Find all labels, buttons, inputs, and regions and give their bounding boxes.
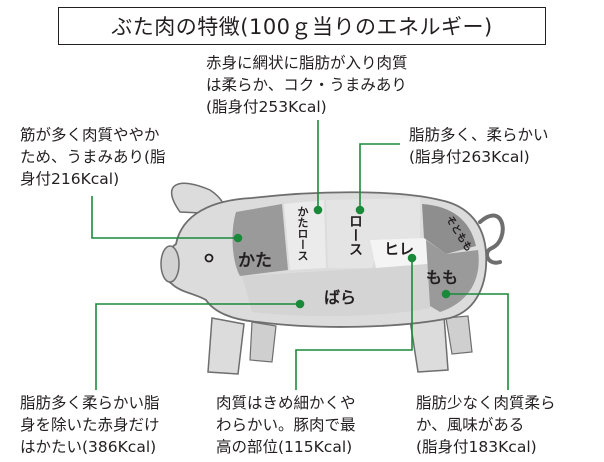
note-rosu: 脂肪多く、柔らかい (脂身付263Kcal) [409, 124, 549, 168]
cut-katarosu-region [284, 200, 326, 270]
note-bara: 脂肪多く柔らかい脂 身を除いた赤身だけ はかたい(386Kcal) [20, 392, 160, 458]
note-katarosu-line-3: (脂身付253Kcal) [206, 98, 327, 116]
pig-tail [478, 213, 505, 265]
leader-dot-hire [407, 253, 417, 263]
part-label-bara: ばら [324, 288, 357, 307]
leader-dot-kata [233, 233, 243, 243]
note-rosu-line-2: (脂身付263Kcal) [409, 148, 530, 166]
part-label-rosu: ロース [347, 214, 363, 256]
note-rosu-line-1: 脂肪多く、柔らかい [409, 126, 549, 144]
note-bara-line-2: 身を除いた赤身だけ [20, 416, 160, 434]
leader-dot-katarosu [313, 205, 323, 215]
leader-dot-momo [441, 289, 451, 299]
note-katarosu-line-2: は柔らか、コク・うまみあり [206, 76, 407, 94]
part-label-katarosu: かたロース [296, 206, 309, 261]
pig-snout [160, 245, 180, 283]
pig-eye [204, 253, 214, 263]
note-bara-line-3: はかたい(386Kcal) [20, 438, 157, 456]
cut-kata-region [232, 204, 288, 276]
note-kata-line-1: 筋が多く肉質ややか [20, 126, 160, 144]
note-katarosu-line-1: 赤身に網状に脂肪が入り肉質 [206, 54, 408, 72]
note-kata-line-2: ため、うまみあり(脂 [20, 148, 166, 166]
note-katarosu: 赤身に網状に脂肪が入り肉質 は柔らか、コク・うまみあり (脂身付253Kcal) [206, 52, 408, 118]
note-hire-line-2: わらかい。豚肉で最 [216, 416, 356, 434]
leader-line-kata [91, 196, 238, 239]
leader-line-momo [446, 293, 509, 390]
cut-bara-region [242, 264, 430, 317]
cut-rosu-region [326, 198, 420, 268]
diagram-title: ぶた肉の特徴(100ｇ当りのエネルギー) [58, 7, 546, 45]
note-bara-line-1: 脂肪多く柔らかい脂 [20, 394, 160, 412]
part-label-momo: もも [426, 268, 459, 287]
pig-hind-leg-2 [445, 315, 473, 355]
pig-hind-leg [409, 315, 449, 373]
note-kata-line-3: 身付216Kcal) [20, 170, 120, 188]
pig-front-leg-2 [249, 321, 277, 363]
leader-line-rosu [359, 143, 400, 210]
note-hire: 肉質はきめ細かくや わらかい。豚肉で最 高の部位(115Kcal) [216, 392, 356, 458]
leader-dot-rosu [355, 205, 365, 215]
leader-line-hire [295, 258, 413, 390]
part-label-hire: ヒレ [384, 240, 415, 258]
note-momo-line-3: (脂身付183Kcal) [416, 438, 537, 456]
pig-front-leg [207, 317, 245, 375]
note-hire-line-1: 肉質はきめ細かくや [216, 394, 356, 412]
note-momo-line-2: か、風味がある [416, 416, 525, 434]
note-momo-line-1: 脂肪少なく肉質柔ら [416, 394, 556, 412]
part-label-kata: かた [238, 251, 272, 271]
leader-line-bara [95, 303, 300, 390]
note-kata: 筋が多く肉質ややか ため、うまみあり(脂 身付216Kcal) [20, 124, 166, 190]
note-momo: 脂肪少なく肉質柔ら か、風味がある (脂身付183Kcal) [416, 392, 556, 458]
leader-dot-bara [295, 299, 305, 309]
note-hire-line-3: 高の部位(115Kcal) [216, 438, 353, 456]
cut-sotomomo-region [422, 204, 476, 254]
